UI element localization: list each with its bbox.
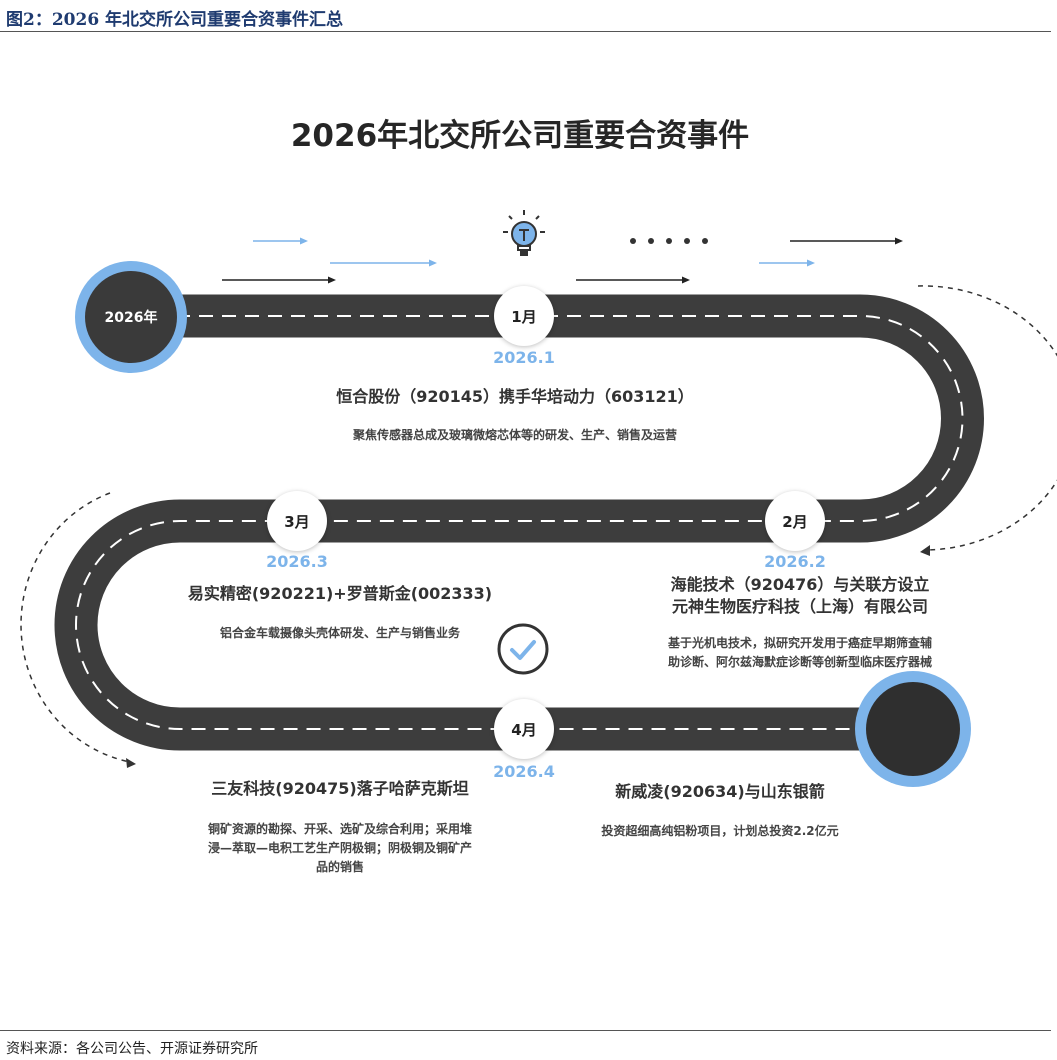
curve-arrow-right-icon (917, 285, 1057, 556)
top-divider (0, 31, 1051, 32)
event-desc-2-line1: 基于光机电技术，拟研究开发用于癌症早期筛查辅 (667, 636, 932, 650)
event-desc-2-line2: 助诊断、阿尔兹海默症诊断等创新型临床医疗器械 (667, 655, 932, 669)
event-title-2-line2: 元神生物医疗科技（上海）有限公司 (671, 597, 928, 616)
event-title-2-line1: 海能技术（920476）与关联方设立 (670, 575, 930, 594)
event-desc-5: 投资超细高纯铝粉项目，计划总投资2.2亿元 (601, 824, 839, 838)
arrow-icon (790, 237, 903, 245)
dots-icon (630, 238, 708, 244)
road-center-line (75, 315, 964, 730)
bottom-divider (0, 1030, 1051, 1031)
event-title-3: 易实精密(920221)+罗普斯金(002333) (187, 584, 493, 603)
checkmark-icon (497, 623, 549, 675)
event-date-2: 2026.2 (764, 552, 826, 571)
arrow-icon (253, 237, 308, 245)
event-date-4: 2026.4 (493, 762, 555, 781)
end-badge (855, 671, 971, 787)
event-title-1: 恒合股份（920145）携手华培动力（603121） (336, 387, 694, 406)
milestone-month-2: 2月 (765, 491, 825, 551)
motion-arrows (222, 237, 903, 284)
event-desc-1: 聚焦传感器总成及玻璃微熔芯体等的研发、生产、销售及运营 (352, 428, 677, 442)
arrow-icon (330, 259, 437, 267)
arrow-icon (576, 276, 690, 284)
event-date-1: 2026.1 (493, 348, 555, 367)
milestone-month-1: 1月 (494, 286, 554, 346)
event-desc-4-line3: 品的销售 (315, 860, 364, 874)
diagram-title: 2026年北交所公司重要合资事件 (290, 118, 750, 154)
figure-title: 图2：2026 年北交所公司重要合资事件汇总 (6, 10, 344, 30)
milestone-month-4: 4月 (494, 699, 554, 759)
event-desc-4-line1: 铜矿资源的勘探、开采、选矿及综合利用；采用堆 (207, 822, 472, 836)
curve-arrow-left-icon (20, 492, 136, 768)
source-note: 资料来源：各公司公告、开源证券研究所 (6, 1041, 258, 1057)
end-badge-core (866, 682, 960, 776)
event-title-4: 三友科技(920475)落子哈萨克斯坦 (211, 779, 469, 798)
lightbulb-icon (503, 210, 545, 256)
event-date-3: 2026.3 (266, 552, 328, 571)
arrow-icon (759, 259, 815, 267)
event-title-5: 新威凌(920634)与山东银箭 (615, 782, 825, 801)
start-label: 2026年 (85, 271, 177, 363)
start-badge: 2026年 (75, 261, 187, 373)
arrow-icon (222, 276, 336, 284)
milestone-month-3: 3月 (267, 491, 327, 551)
event-desc-3: 铝合金车载摄像头壳体研发、生产与销售业务 (219, 626, 460, 640)
event-desc-4-line2: 浸—萃取—电积工艺生产阴极铜；阴极铜及铜矿产 (207, 841, 472, 855)
